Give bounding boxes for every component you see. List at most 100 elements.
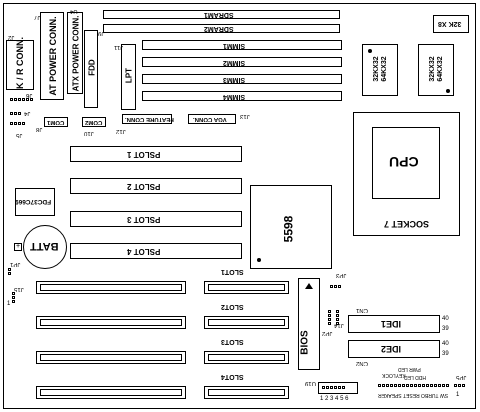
dip-pin-6: 6 <box>345 396 349 402</box>
ide2-pin39: 39 <box>442 351 449 357</box>
fdd-connector: FDD <box>84 30 98 108</box>
isa-slot-4-right <box>204 386 289 399</box>
tag-chip-right: 32KX32 64KX32 <box>418 44 454 96</box>
com2-label: COM2 <box>85 119 103 125</box>
com1-connector: COM1 <box>44 117 68 127</box>
speaker-label: SPEAKER <box>378 392 402 398</box>
j5-label: J5 <box>16 132 23 138</box>
cache-label: 32K X8 <box>438 20 462 27</box>
fdc-chip: FDC37C669 <box>15 188 55 216</box>
sdram1-label: SDRAM1 <box>204 11 234 18</box>
u4-label: U4 <box>70 8 78 14</box>
kr-connector-label: K / R CONN. <box>15 36 25 89</box>
jp1-label: JP1 <box>10 261 21 267</box>
j11-label: J11 <box>114 44 124 50</box>
slot-3-label: SLOT3 <box>221 338 244 345</box>
fdc-label: FDC37C669 <box>15 198 52 205</box>
j12-label: J12 <box>116 128 126 134</box>
lpt-connector: LPT <box>121 44 136 110</box>
motherboard-outline <box>3 3 476 409</box>
hdd-led-label: HDD LED <box>404 374 426 380</box>
socket-7: CPU SOCKET 7 <box>353 112 460 236</box>
slot-4-label: SLOT4 <box>221 373 244 380</box>
isa-slot-3-right <box>204 351 289 364</box>
j10-label: J10 <box>84 130 94 136</box>
feature-conn-label: FEATURE CONN. <box>125 116 174 122</box>
atx-power-connector: ATX POWER CONN. <box>67 12 83 94</box>
slot-2-label: SLOT2 <box>221 303 244 310</box>
fdd-label: FDD <box>87 59 97 76</box>
feature-connector: FEATURE CONN. <box>122 114 174 124</box>
simm3-slot: SIMM3 <box>142 74 342 84</box>
sw-label: SW <box>439 392 449 398</box>
j15-pin1: 1 <box>7 301 11 307</box>
tag-chip-left: 32KX32 64KX32 <box>362 44 398 96</box>
ide1-pin39: 39 <box>442 326 449 332</box>
pslot-3-label: PSLOT 3 <box>127 215 161 224</box>
ide1-connector: IDE1 <box>348 315 440 333</box>
isa-slot-4-left <box>36 386 186 399</box>
ide1-pin40: 40 <box>442 316 449 322</box>
jp5-pin1: 1 <box>456 392 460 398</box>
tag-chip-left-line1: 32KX32 <box>373 56 380 82</box>
isa-slot-1-left <box>36 281 186 294</box>
pslot-2: PSLOT 2 <box>70 178 242 194</box>
bios-chip: BIOS <box>298 278 320 370</box>
isa-slot-2-right <box>204 316 289 329</box>
j6-label: J6 <box>26 92 33 98</box>
kr-connector: K / R CONN. <box>6 36 34 90</box>
j14-label: J14 <box>334 322 344 328</box>
isa-slot-2-left <box>36 316 186 329</box>
atx-power-label: ATX POWER CONN. <box>71 15 81 92</box>
com1-label: COM1 <box>47 119 65 125</box>
reset-label: RESET <box>403 392 420 398</box>
dip-pin-2: 2 <box>325 396 329 402</box>
ide2-connector: IDE2 <box>348 340 440 358</box>
pslot-2-label: PSLOT 2 <box>127 182 161 191</box>
simm4-label: SIMM4 <box>223 93 246 100</box>
simm2-slot: SIMM2 <box>142 57 342 67</box>
ide2-label: IDE2 <box>381 344 402 354</box>
cn1-label: CN1 <box>356 307 369 313</box>
simm4-slot: SIMM4 <box>142 91 342 101</box>
j13-label: J13 <box>240 113 250 119</box>
cpu-label: CPU <box>389 154 419 170</box>
j8-label: J8 <box>36 126 43 132</box>
socket-label: SOCKET 7 <box>384 219 430 229</box>
lpt-label: LPT <box>124 67 134 84</box>
at-power-connector: AT POWER CONN. <box>40 12 64 100</box>
chipset-5598: 5598 <box>250 185 332 269</box>
u19-label: U19 <box>305 380 317 386</box>
chipset-label: 5598 <box>281 215 296 243</box>
pslot-1: PSLOT 1 <box>70 146 242 162</box>
slot-1-label: SLOT1 <box>221 268 244 275</box>
pslot-3: PSLOT 3 <box>70 211 242 227</box>
j2-label: J2 <box>8 34 15 40</box>
turbo-label: TURBO <box>421 392 439 398</box>
com2-connector: COM2 <box>82 117 106 127</box>
cn2-label: CN2 <box>356 360 369 366</box>
pslot-4-label: PSLOT 4 <box>127 247 161 256</box>
jp2-label: JP2 <box>322 330 333 336</box>
simm3-label: SIMM3 <box>223 76 246 83</box>
tag-chip-left-line2: 64KX32 <box>381 56 388 82</box>
simm1-slot: SIMM1 <box>142 40 342 50</box>
battery-label: BATT <box>30 240 59 252</box>
cache-chip: 32K X8 <box>433 15 469 33</box>
dip-pin-5: 5 <box>340 396 344 402</box>
simm1-label: SIMM1 <box>223 42 246 49</box>
pslot-4: PSLOT 4 <box>70 243 242 259</box>
dip-pin-1: 1 <box>320 396 324 402</box>
battery-plus: + <box>14 243 22 251</box>
j4-label: J4 <box>24 110 31 116</box>
isa-slot-3-left <box>36 351 186 364</box>
dip-switch <box>318 382 358 394</box>
sdram1-slot: SDRAM1 <box>103 10 340 19</box>
at-power-label: AT POWER CONN. <box>48 16 58 96</box>
vga-conn-label: VGA CONN. <box>193 116 227 122</box>
simm2-label: SIMM2 <box>223 59 246 66</box>
cpu: CPU <box>372 127 440 199</box>
dip-pin-4: 4 <box>335 396 339 402</box>
ide2-pin40: 40 <box>442 341 449 347</box>
j15-label: J15 <box>14 286 24 292</box>
